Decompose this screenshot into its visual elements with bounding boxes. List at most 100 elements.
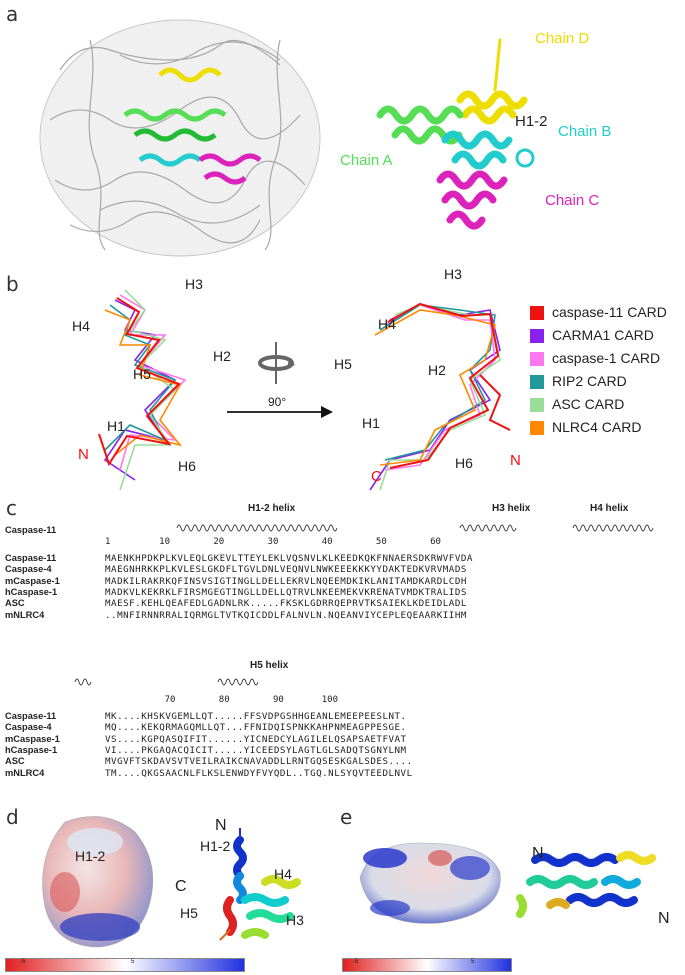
sequence-name: mCaspase-1	[5, 575, 60, 586]
panel-e-surface	[359, 842, 501, 924]
alignment-row: ASC MAESF.KEHLQEAFEDLGADNLRK.....FKSKLGDR…	[5, 598, 685, 609]
alignment-row: mCaspase-1 VS....KGPQASQIFIT......YICNEDC…	[5, 734, 685, 745]
legend-item: caspase-11 CARD	[530, 303, 680, 326]
sequence-name: Caspase-11	[5, 553, 57, 563]
sequence-name: mCaspase-1	[5, 733, 60, 744]
b-left-h2: H2	[213, 348, 231, 364]
panel-letter-e: e	[340, 805, 353, 829]
legend-item: CARMA1 CARD	[530, 326, 680, 349]
sequence: MK....KHSKVGEMLLQT.....FFSVDPGSHHGEANLEM…	[105, 711, 407, 722]
d-surface-h1-2: H1-2	[75, 848, 106, 864]
legend-swatch	[530, 329, 544, 343]
sequence-name: mNLRC4	[5, 609, 45, 620]
sequence: VI....PKGAQACQICIT.....YICEEDSYLAGTLGLSA…	[105, 744, 407, 756]
d-ribbon-h3: H3	[286, 912, 304, 928]
panel-e-colorbar: -5 5	[342, 958, 512, 972]
panel-b-superposition-left	[98, 289, 187, 491]
sequence: MVGVFTSKDAVSVTVEILRAIKCNAVADDLLRNTGQSESK…	[105, 756, 413, 768]
sequence: VS....KGPQASQIFIT......YICNEDCYLAGILELQS…	[105, 733, 407, 745]
b-right-h2: H2	[428, 362, 446, 378]
ss-reference-name: Caspase-11	[5, 525, 57, 535]
sequence-name: Caspase-4	[5, 722, 52, 733]
b-left-h5: H5	[133, 366, 151, 382]
legend-swatch	[530, 375, 544, 389]
helix-coils-2	[74, 678, 259, 686]
legend-item: NLRC4 CARD	[530, 418, 680, 441]
label-chain-d: Chain D	[535, 30, 590, 47]
alignment-block-1: H1-2 helix H3 helix H4 helix Caspase-11 …	[5, 503, 685, 663]
b-right-c: C	[371, 468, 382, 485]
sequence-name: Caspase-11	[5, 711, 57, 721]
legend-label: CARMA1 CARD	[552, 327, 654, 343]
b-left-h1: H1	[107, 418, 125, 434]
d-scale-min: -5	[20, 959, 26, 965]
alignment-block-2: H5 helix 70 80 90 100 Caspase-11 MK....KH…	[5, 660, 685, 805]
alignment-row: Caspase-11 MAENKHPDKPLKVLEQLGKEVLTTEYLEKL…	[5, 553, 685, 564]
sequence-name: hCaspase-1	[5, 586, 58, 597]
b-left-h4: H4	[72, 318, 90, 334]
sequence: MAESF.KEHLQEAFEDLGADNLRK.....FKSKLGDRRQE…	[105, 598, 467, 610]
sequence: MADKVLKEKRKLFIRSMGEGTINGLLDELLQTRVLNKEEM…	[105, 586, 467, 598]
legend-item: RIP2 CARD	[530, 372, 680, 395]
sequence-name: ASC	[5, 598, 25, 609]
sequence-name: mNLRC4	[5, 767, 45, 778]
d-ribbon-c: C	[175, 878, 187, 895]
legend-label: caspase-11 CARD	[552, 304, 667, 320]
legend-swatch	[530, 352, 544, 366]
b-right-h1: H1	[362, 415, 380, 431]
e-scale-min: -5	[353, 959, 359, 965]
alignment-row: Caspase-11 MK....KHSKVGEMLLQT.....FFSVDPG…	[5, 711, 685, 722]
legend-swatch	[530, 398, 544, 412]
alignment-row: hCaspase-1 MADKVLKEKRKLFIRSMGEGTINGLLDELL…	[5, 587, 685, 598]
rotation-arrow	[227, 406, 333, 418]
panel-d-surface	[42, 816, 154, 948]
b-left-n: N	[78, 446, 89, 463]
helix-title-h3: H3 helix	[492, 503, 531, 514]
sequence-name: Caspase-4	[5, 564, 52, 575]
rotation-angle: 90°	[268, 395, 287, 409]
helix-title-h4: H4 helix	[590, 503, 629, 514]
e-scale-max: 5	[471, 959, 475, 965]
legend-label: ASC CARD	[552, 396, 625, 412]
legend-item: ASC CARD	[530, 395, 680, 418]
panel-d-colorbar: -5 5	[5, 958, 245, 972]
panel-letter-b: b	[6, 272, 19, 296]
d-scale-max: 5	[131, 959, 135, 965]
legend-label: NLRC4 CARD	[552, 419, 642, 435]
helix-title-h5: H5 helix	[250, 660, 289, 671]
ruler-2: 70 80 90 100	[105, 695, 338, 705]
b-right-h4: H4	[378, 316, 396, 332]
d-ribbon-h1-2: H1-2	[200, 838, 231, 854]
panel-d-ribbon	[219, 828, 301, 941]
b-right-h3: H3	[444, 266, 462, 282]
sequence-name: hCaspase-1	[5, 744, 58, 755]
sequence: MAEGNHRKKPLKVLESLGKDFLTGVLDNLVEQNVLNWKEE…	[105, 564, 467, 576]
alignment-row: Caspase-4 MAEGNHRKKPLKVLESLGKDFLTGVLDNLVE…	[5, 564, 685, 575]
d-ribbon-n: N	[215, 817, 227, 834]
b-right-h5: H5	[334, 356, 352, 372]
b-right-h6: H6	[455, 455, 473, 471]
b-right-n: N	[510, 452, 521, 469]
panel-a-complex-structure	[39, 19, 321, 257]
legend-swatch	[530, 306, 544, 320]
d-ribbon-h4: H4	[274, 866, 292, 882]
helix-coils-1	[176, 524, 654, 532]
alignment-row: mNLRC4 ..MNFIRNNRRALIQRMGLTVTKQICDDLFALNV…	[5, 610, 685, 621]
label-chain-a: Chain A	[340, 152, 393, 169]
b-left-h3: H3	[185, 276, 203, 292]
e-ribbon-n-1: N	[532, 845, 544, 862]
d-ribbon-h5: H5	[180, 905, 198, 921]
label-chain-b: Chain B	[558, 123, 612, 140]
ruler-1: 1 10 20 30 40 50 60	[105, 537, 441, 547]
alignment-row: hCaspase-1 VI....PKGAQACQICIT.....YICEEDS…	[5, 745, 685, 756]
label-h1-2: H1-2	[515, 113, 548, 130]
legend-item: caspase-1 CARD	[530, 349, 680, 372]
legend-swatch	[530, 421, 544, 435]
sequence: MAENKHPDKPLKVLEQLGKEVLTTEYLEKLVQSNVLKLKE…	[105, 553, 473, 564]
panel-b-superposition-right	[369, 302, 511, 491]
legend: caspase-11 CARD CARMA1 CARD caspase-1 CA…	[530, 303, 680, 441]
sequence: ..MNFIRNNRRALIQRMGLTVTKQICDDLFALNVLN.NQE…	[105, 609, 467, 621]
